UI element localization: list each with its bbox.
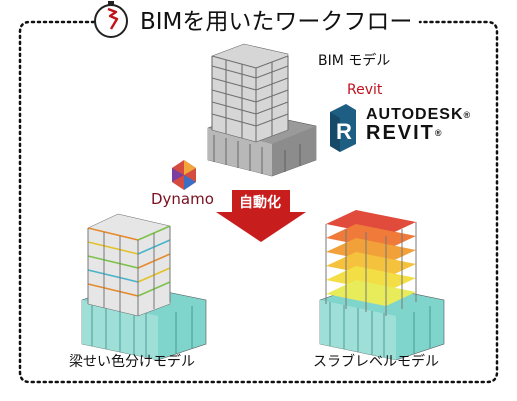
beam-color-model-image <box>81 213 207 361</box>
automation-label: 自動化 <box>239 195 281 211</box>
slab-level-model-caption: スラブレベルモデル <box>313 354 439 370</box>
svg-text:R: R <box>336 119 352 144</box>
stopwatch-icon <box>94 1 128 38</box>
revit-label: Revit <box>347 82 383 98</box>
bim-model-building-image <box>207 43 317 177</box>
dynamo-icon <box>172 160 196 190</box>
dynamo-label: Dynamo <box>151 190 214 208</box>
page-title: BIMを用いたワークフロー <box>138 8 415 36</box>
bim-model-caption: BIM モデル <box>318 53 391 69</box>
beam-color-model-caption: 梁せい色分けモデル <box>69 354 195 370</box>
dotted-frame <box>18 20 499 384</box>
revit-logo-icon: R <box>330 104 356 152</box>
slab-level-model-image <box>319 210 445 361</box>
autodesk-revit-logo: AUTODESK® REVIT® <box>366 106 472 144</box>
automation-arrow <box>216 190 306 242</box>
